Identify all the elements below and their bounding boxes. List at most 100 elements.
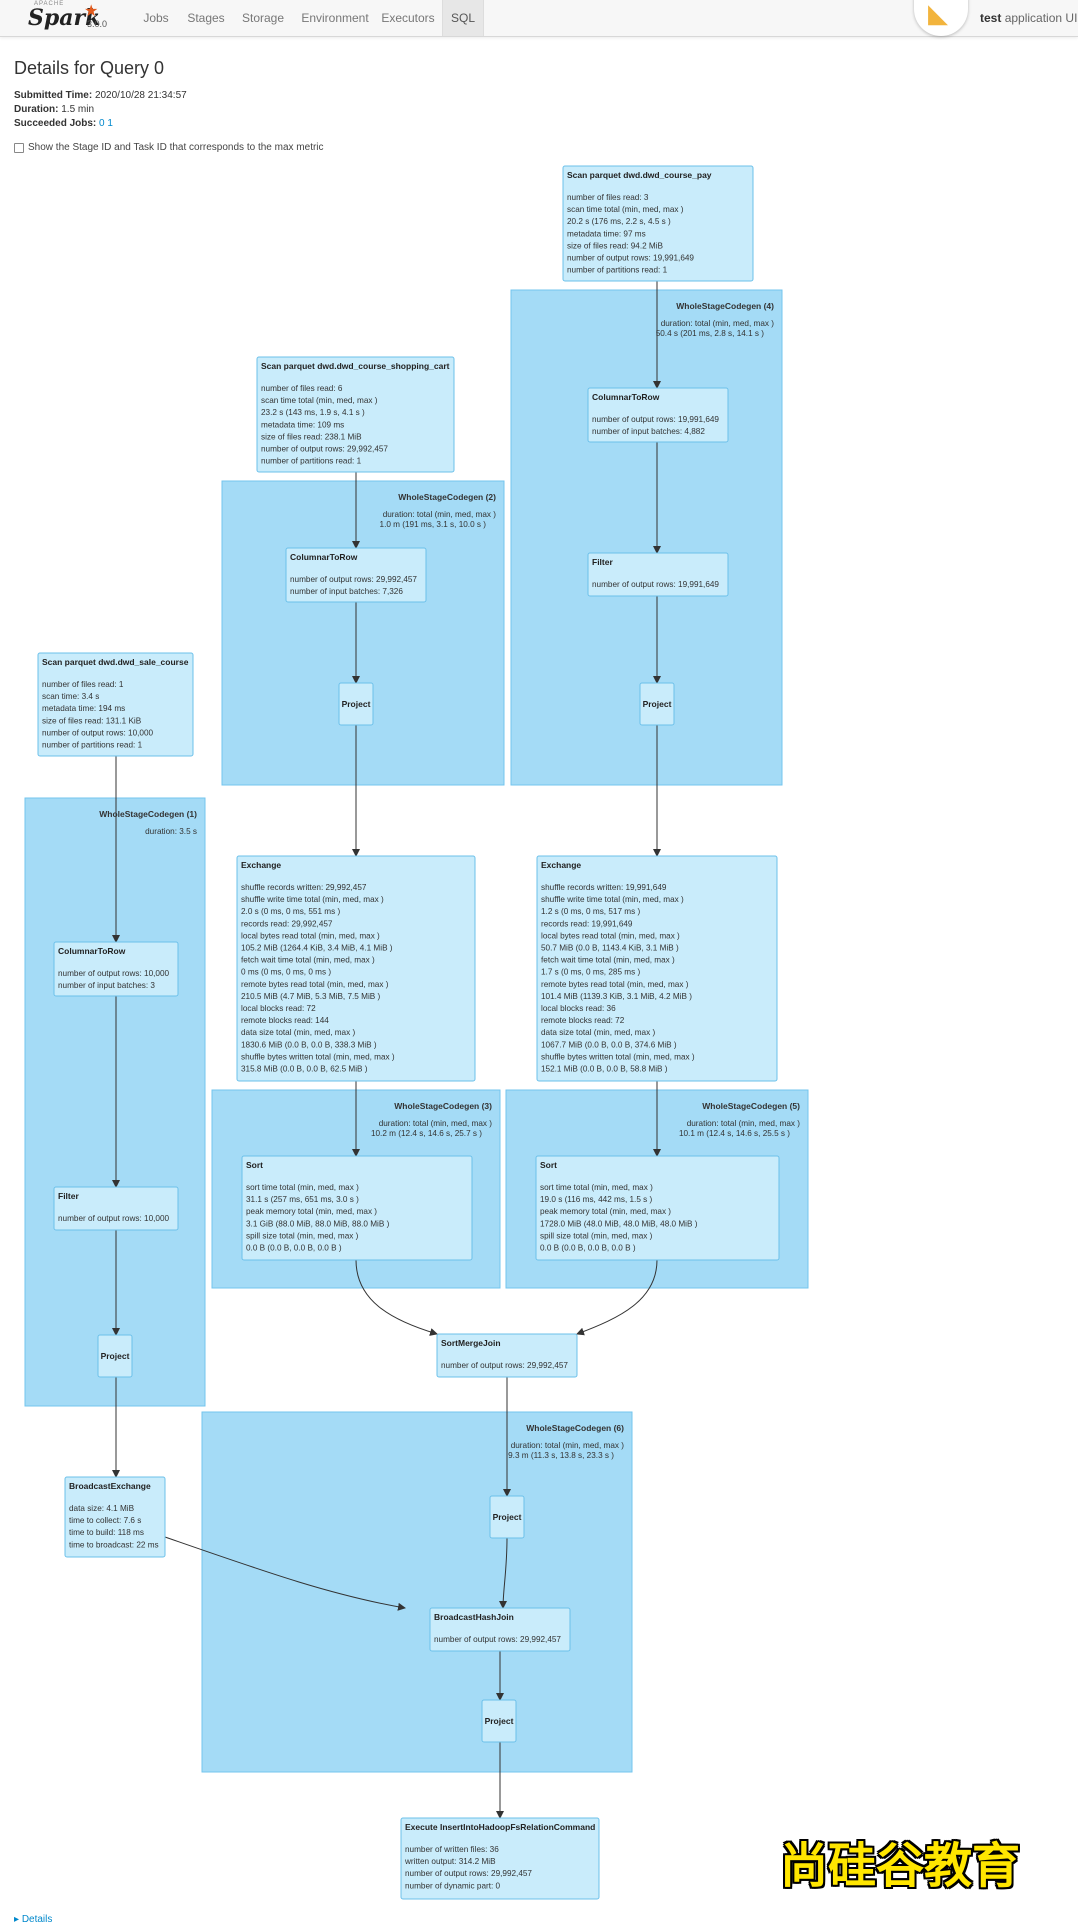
node-metric: shuffle records written: 19,991,649 [541, 883, 667, 892]
details-toggle[interactable]: ▸ Details [14, 1914, 52, 1925]
node-metric: local blocks read: 72 [241, 1004, 316, 1013]
spark-logo[interactable]: APACHE Spark ★ 3.0.0 [22, 0, 117, 36]
node-box[interactable] [338, 682, 374, 726]
node-metric: scan time total (min, med, max ) [567, 205, 684, 214]
plan-node-project_2[interactable]: Project [338, 682, 374, 726]
node-box[interactable] [53, 941, 179, 997]
plan-node-project_6b[interactable]: Project [481, 1699, 517, 1743]
node-box[interactable] [535, 1155, 780, 1261]
node-metric: peak memory total (min, med, max ) [540, 1207, 671, 1216]
node-metric: 1.2 s (0 ms, 0 ms, 517 ms ) [541, 907, 640, 916]
tab-environment[interactable]: Environment [301, 11, 369, 25]
node-box[interactable] [489, 1495, 525, 1539]
node-metric: spill size total (min, med, max ) [246, 1231, 359, 1240]
plan-node-project_6a[interactable]: Project [489, 1495, 525, 1539]
node-metric: 1067.7 MiB (0.0 B, 0.0 B, 374.6 MiB ) [541, 1040, 677, 1049]
tab-storage[interactable]: Storage [241, 11, 285, 25]
cluster-metric: duration: total (min, med, max ) [687, 1119, 801, 1128]
node-box[interactable] [639, 682, 675, 726]
tab-executors[interactable]: Executors [381, 11, 435, 25]
node-metric: shuffle bytes written total (min, med, m… [241, 1052, 395, 1061]
node-metric: remote bytes read total (min, med, max ) [541, 980, 689, 989]
node-metric: remote bytes read total (min, med, max ) [241, 980, 389, 989]
node-box[interactable] [256, 356, 455, 473]
node-box[interactable] [236, 855, 476, 1082]
node-box[interactable] [587, 552, 729, 597]
node-metric: 1.7 s (0 ms, 0 ms, 285 ms ) [541, 968, 640, 977]
node-metric: sort time total (min, med, max ) [246, 1183, 359, 1192]
node-metric: number of output rows: 19,991,649 [592, 580, 719, 589]
node-box[interactable] [536, 855, 778, 1082]
tab-jobs[interactable]: Jobs [143, 11, 169, 25]
plan-edge [576, 1259, 658, 1336]
node-box[interactable] [64, 1476, 166, 1558]
plan-node-project_4[interactable]: Project [639, 682, 675, 726]
show-stage-id-option[interactable]: Show the Stage ID and Task ID that corre… [14, 142, 324, 153]
node-metric: number of files read: 1 [42, 680, 124, 689]
plan-node-project_1[interactable]: Project [97, 1334, 133, 1378]
tab-stages[interactable]: Stages [187, 11, 225, 25]
node-box[interactable] [241, 1155, 473, 1261]
node-box[interactable] [436, 1333, 578, 1378]
show-stage-id-checkbox[interactable] [14, 142, 24, 153]
node-box[interactable] [400, 1817, 600, 1900]
plan-edge [355, 1259, 438, 1336]
node-box[interactable] [37, 652, 194, 757]
node-metric: fetch wait time total (min, med, max ) [241, 956, 375, 965]
cluster-metric: duration: 3.5 s [145, 827, 197, 836]
job-link-0[interactable]: 0 [99, 118, 105, 129]
node-metric: 210.5 MiB (4.7 MiB, 5.3 MiB, 7.5 MiB ) [241, 992, 381, 1001]
codegen-cluster-wsc2: WholeStageCodegen (2)duration: total (mi… [221, 480, 505, 786]
codegen-cluster-wsc1: WholeStageCodegen (1)duration: 3.5 s [24, 797, 206, 1407]
node-metric: data size total (min, med, max ) [241, 1028, 355, 1037]
node-box[interactable] [429, 1607, 571, 1652]
tab-sql[interactable]: SQL [442, 0, 484, 36]
node-metric: number of input batches: 3 [58, 981, 155, 990]
watermark-logo: 尚硅谷教育 [780, 1838, 1021, 1894]
plan-node-insert[interactable]: Execute InsertIntoHadoopFsRelationComman… [400, 1817, 600, 1900]
node-box[interactable] [587, 387, 729, 443]
cluster-metric: 1.0 m (191 ms, 3.1 s, 10.0 s ) [380, 520, 487, 529]
node-metric: size of files read: 94.2 MiB [567, 241, 664, 250]
plan-node-exch_r[interactable]: Exchange shuffle records written: 19,991,… [536, 855, 778, 1082]
node-title: ColumnarToRow [592, 392, 660, 402]
plan-node-scan_cart[interactable]: Scan parquet dwd.dwd_course_shopping_car… [256, 356, 455, 473]
node-metric: shuffle bytes written total (min, med, m… [541, 1052, 695, 1061]
node-title: Exchange [541, 860, 581, 870]
node-metric: metadata time: 97 ms [567, 229, 646, 238]
node-title: ColumnarToRow [290, 552, 358, 562]
node-box[interactable] [285, 547, 427, 603]
plan-node-sort_l[interactable]: Sort sort time total (min, med, max ) 31.1… [241, 1155, 473, 1261]
node-metric: number of output rows: 19,991,649 [567, 254, 694, 263]
node-box[interactable] [53, 1186, 179, 1231]
node-box[interactable] [562, 165, 754, 282]
job-link-1[interactable]: 1 [107, 118, 113, 129]
node-title: Sort [246, 1160, 263, 1170]
node-metric: number of dynamic part: 0 [405, 1881, 501, 1890]
node-metric: number of output rows: 10,000 [58, 969, 170, 978]
node-box[interactable] [481, 1699, 517, 1743]
node-metric: scan time: 3.4 s [42, 692, 99, 701]
node-metric: 31.1 s (257 ms, 651 ms, 3.0 s ) [246, 1195, 359, 1204]
brand-apache: APACHE [34, 1, 65, 7]
submitted-value: 2020/10/28 21:34:57 [94, 90, 187, 101]
node-title: Scan parquet dwd.dwd_sale_course [42, 657, 189, 667]
cluster-title: WholeStageCodegen (4) [676, 301, 774, 311]
node-box[interactable] [97, 1334, 133, 1378]
node-metric: 315.8 MiB (0.0 B, 0.0 B, 62.5 MiB ) [241, 1065, 368, 1074]
node-metric: 0.0 B (0.0 B, 0.0 B, 0.0 B ) [246, 1244, 342, 1253]
node-metric: number of partitions read: 1 [261, 457, 362, 466]
node-metric: number of partitions read: 1 [567, 266, 668, 275]
